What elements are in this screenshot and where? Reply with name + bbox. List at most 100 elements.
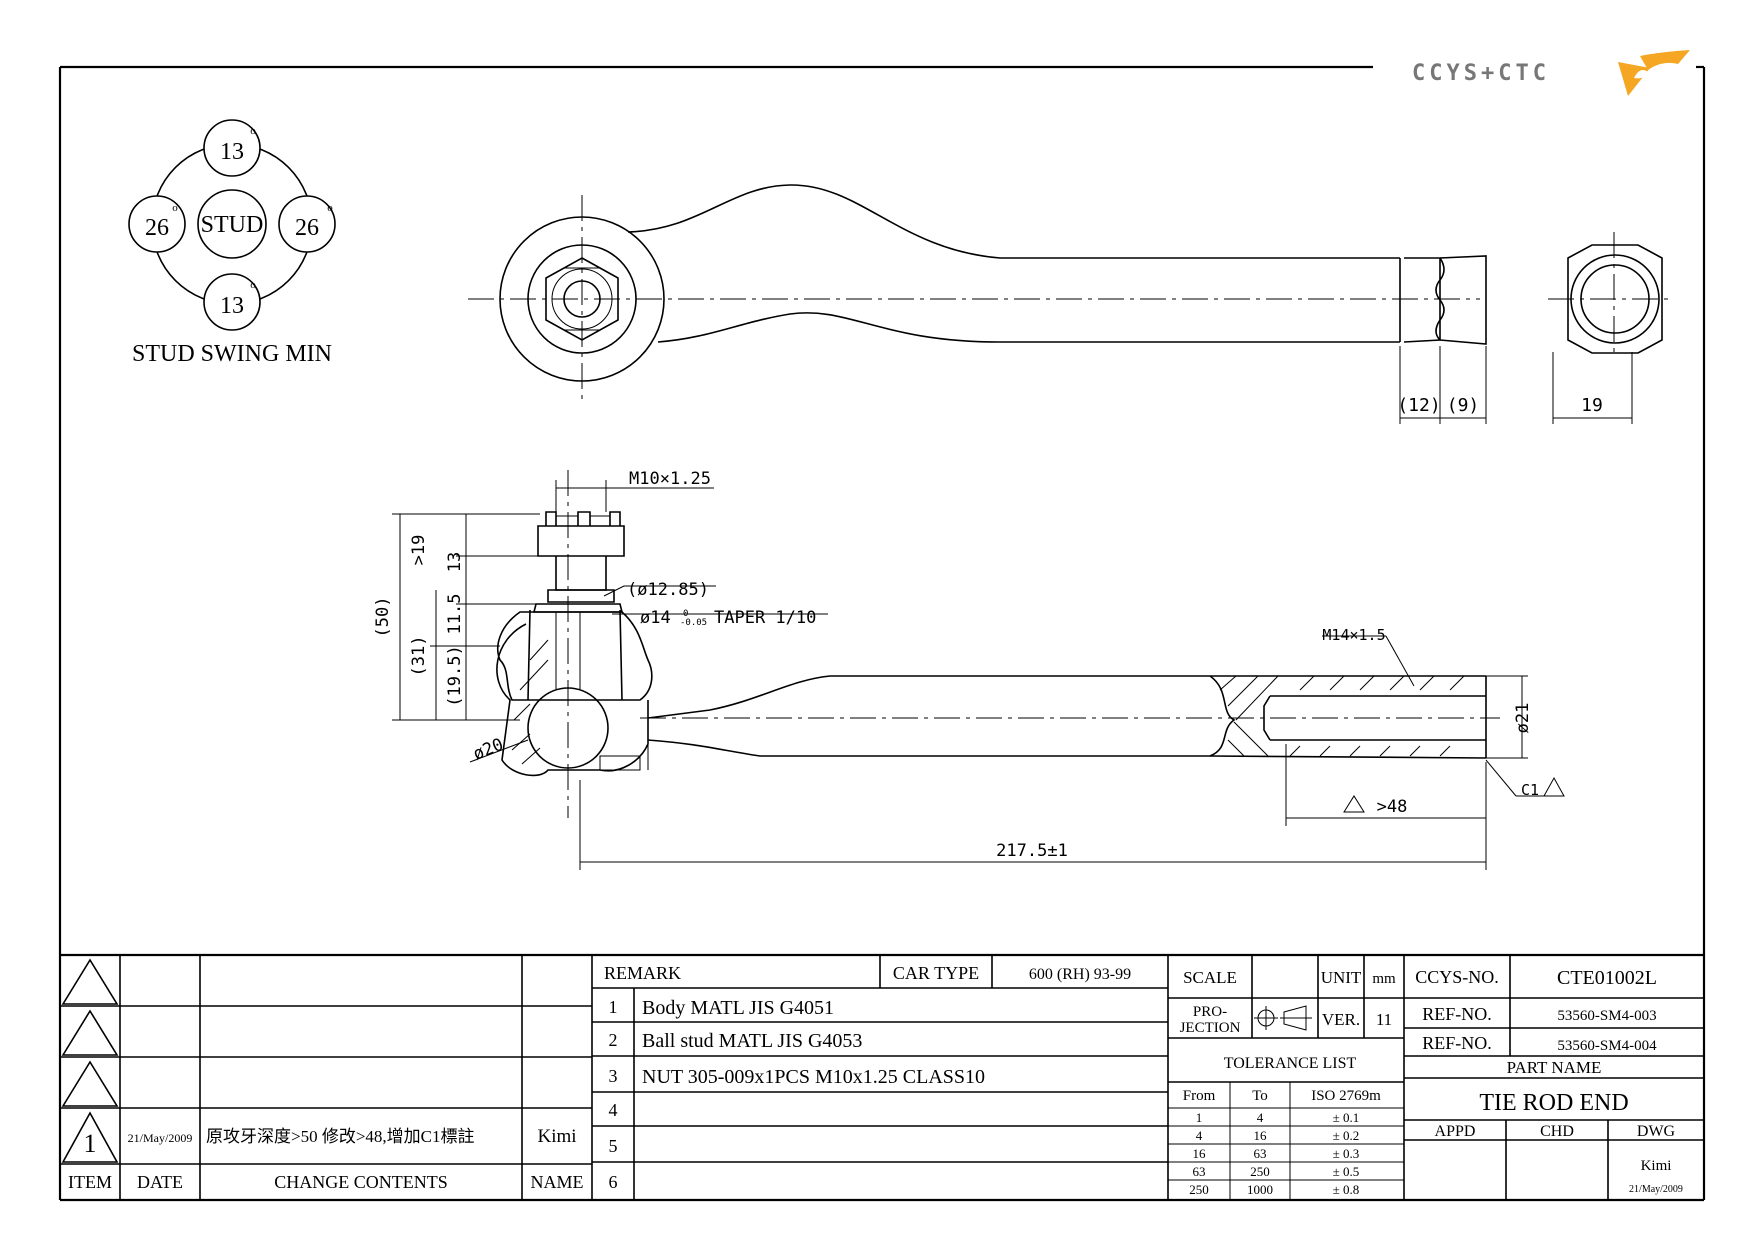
svg-text:o: o bbox=[172, 202, 178, 214]
swing-left: 26 bbox=[145, 215, 169, 241]
dim-19-5: (19.5) bbox=[445, 645, 465, 706]
tolerance-title: TOLERANCE LIST bbox=[1224, 1055, 1357, 1072]
remark-item-1: Body MATL JIS G4051 bbox=[642, 997, 834, 1019]
ver-value: 11 bbox=[1376, 1010, 1392, 1029]
ccys-value: CTE01002L bbox=[1557, 967, 1657, 989]
svg-text:4: 4 bbox=[1257, 1110, 1264, 1125]
svg-text:JECTION: JECTION bbox=[1180, 1020, 1241, 1036]
rev-name-1: Kimi bbox=[537, 1126, 576, 1147]
svg-text:1000: 1000 bbox=[1247, 1182, 1273, 1197]
svg-text:± 0.5: ± 0.5 bbox=[1333, 1164, 1360, 1179]
svg-text:0: 0 bbox=[683, 609, 688, 619]
projection-symbol-icon bbox=[1254, 1005, 1312, 1031]
dwg-name: Kimi bbox=[1641, 1158, 1672, 1174]
top-view: (12) (9) 19 bbox=[468, 184, 1672, 424]
header-change-contents: CHANGE CONTENTS bbox=[274, 1172, 448, 1192]
logo-text: CCYS+CTC bbox=[1412, 61, 1550, 86]
remark-item-2: Ball stud MATL JIS G4053 bbox=[642, 1030, 862, 1052]
svg-text:± 0.8: ± 0.8 bbox=[1333, 1182, 1360, 1197]
svg-text:3: 3 bbox=[609, 1066, 618, 1086]
svg-text:250: 250 bbox=[1250, 1164, 1270, 1179]
company-logo: CCYS+CTC bbox=[1412, 50, 1690, 96]
ver-label: VER. bbox=[1322, 1010, 1360, 1029]
part-name-label: PART NAME bbox=[1507, 1058, 1602, 1077]
header-date: DATE bbox=[137, 1172, 183, 1192]
dim-11-5: 11.5 bbox=[445, 594, 465, 635]
dim-length: 217.5±1 bbox=[996, 841, 1068, 861]
svg-text:16: 16 bbox=[1193, 1146, 1207, 1161]
dim-gt48: >48 bbox=[1377, 797, 1408, 817]
svg-text:63: 63 bbox=[1254, 1146, 1267, 1161]
dwg-label: DWG bbox=[1637, 1123, 1676, 1140]
svg-text:PRO-: PRO- bbox=[1193, 1004, 1227, 1020]
svg-text:2: 2 bbox=[609, 1030, 618, 1050]
svg-text:± 0.1: ± 0.1 bbox=[1333, 1110, 1360, 1125]
svg-text:6: 6 bbox=[609, 1172, 618, 1192]
svg-text:± 0.2: ± 0.2 bbox=[1333, 1128, 1360, 1143]
dim-13: 13 bbox=[445, 552, 465, 572]
swing-right: 26 bbox=[295, 215, 319, 241]
svg-text:250: 250 bbox=[1189, 1182, 1209, 1197]
rev-contents-1: 原攻牙深度>50 修改>48,增加C1標註 bbox=[206, 1127, 475, 1146]
logo-mark-icon bbox=[1618, 62, 1650, 96]
svg-text:4: 4 bbox=[1196, 1128, 1203, 1143]
dwg-date: 21/May/2009 bbox=[1629, 1184, 1683, 1195]
ref-value-2: 53560-SM4-004 bbox=[1557, 1038, 1657, 1054]
swing-top: 13 bbox=[220, 139, 244, 165]
dim-taper: TAPER 1/10 bbox=[714, 608, 816, 628]
header-item: ITEM bbox=[68, 1172, 112, 1192]
warning-triangle-icon bbox=[1543, 776, 1565, 797]
scale-label: SCALE bbox=[1183, 968, 1237, 987]
svg-text:16: 16 bbox=[1254, 1128, 1268, 1143]
unit-value: mm bbox=[1372, 971, 1396, 987]
ref-value-1: 53560-SM4-003 bbox=[1557, 1008, 1656, 1024]
svg-text:4: 4 bbox=[609, 1100, 618, 1120]
drawing-frame bbox=[58, 65, 1706, 1202]
unit-label: UNIT bbox=[1321, 968, 1362, 987]
rev-date-1: 21/May/2009 bbox=[128, 1131, 193, 1145]
dim-m10: M10×1.25 bbox=[629, 469, 711, 489]
header-name: NAME bbox=[531, 1172, 584, 1192]
svg-text:o: o bbox=[327, 202, 333, 214]
dim-19: 19 bbox=[1581, 395, 1603, 416]
svg-text:From: From bbox=[1183, 1088, 1216, 1104]
dim-9: (9) bbox=[1447, 395, 1480, 416]
svg-text:o: o bbox=[250, 279, 256, 291]
svg-text:1: 1 bbox=[1196, 1110, 1203, 1125]
svg-text:1: 1 bbox=[609, 997, 618, 1017]
svg-text:-0.05: -0.05 bbox=[680, 618, 707, 628]
warning-triangle-icon bbox=[1343, 795, 1365, 813]
svg-text:ISO 2769m: ISO 2769m bbox=[1311, 1088, 1381, 1104]
remark-item-3: NUT 305-009x1PCS M10x1.25 CLASS10 bbox=[642, 1066, 985, 1088]
dim-d1285: (ø12.85) bbox=[627, 580, 709, 600]
side-view: M10×1.25 (ø12.85) ø14 0 -0.05 TAPER 1/10… bbox=[373, 469, 1565, 870]
dim-12: (12) bbox=[1397, 395, 1440, 416]
dim-50: (50) bbox=[373, 597, 393, 638]
stud-swing-diagram: 13 o 13 o 26 o 26 o STUD STUD SWING MIN bbox=[128, 119, 336, 367]
stud-swing-title: STUD SWING MIN bbox=[132, 341, 332, 367]
remark-label: REMARK bbox=[604, 963, 681, 983]
dim-31: (31) bbox=[409, 636, 429, 677]
appd-label: APPD bbox=[1435, 1123, 1476, 1140]
ccys-label: CCYS-NO. bbox=[1415, 967, 1499, 987]
svg-text:± 0.3: ± 0.3 bbox=[1333, 1146, 1360, 1161]
svg-text:63: 63 bbox=[1193, 1164, 1206, 1179]
dim-19-stud: >19 bbox=[409, 535, 429, 566]
dim-d14: ø14 bbox=[640, 608, 671, 628]
car-type-label: CAR TYPE bbox=[893, 963, 979, 983]
swing-bottom: 13 bbox=[220, 293, 244, 319]
dim-d21: ø21 bbox=[1513, 703, 1533, 734]
part-name: TIE ROD END bbox=[1479, 1090, 1628, 1116]
rev-item-1: 1 bbox=[84, 1129, 97, 1158]
dim-m14: M14×1.5 bbox=[1322, 626, 1385, 644]
svg-text:To: To bbox=[1252, 1088, 1268, 1104]
swing-center: STUD bbox=[201, 212, 264, 238]
ref-label-2: REF-NO. bbox=[1422, 1033, 1492, 1053]
ref-label-1: REF-NO. bbox=[1422, 1004, 1492, 1024]
dim-d20: ø20 bbox=[470, 735, 506, 765]
chd-label: CHD bbox=[1540, 1123, 1574, 1140]
svg-text:5: 5 bbox=[609, 1136, 618, 1156]
dim-c1: C1 bbox=[1521, 781, 1539, 799]
title-block-grid bbox=[60, 953, 1704, 1200]
car-type-value: 600 (RH) 93-99 bbox=[1029, 966, 1131, 983]
